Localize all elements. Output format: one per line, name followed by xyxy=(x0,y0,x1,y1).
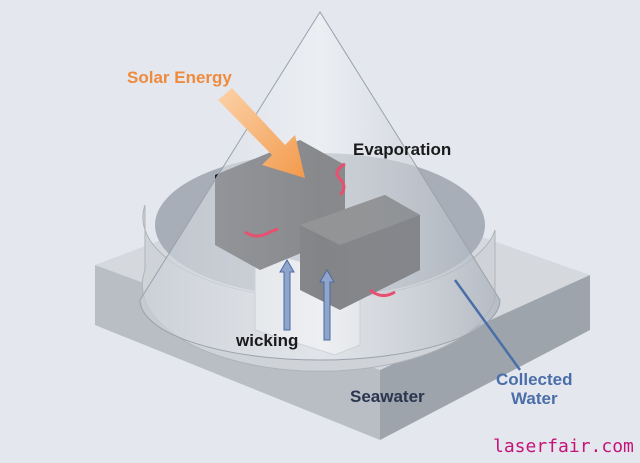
solar-energy-arrow xyxy=(218,88,305,178)
wicking-arrows xyxy=(279,259,335,341)
base-slab-right xyxy=(380,275,590,440)
evaporation-arrows xyxy=(244,162,396,297)
solar-energy-label: Solar Energy xyxy=(127,68,232,87)
collected-water-line1: Collected xyxy=(496,370,573,389)
transparent-cone xyxy=(139,11,501,361)
seawater-label: Seawater xyxy=(350,387,425,406)
wicking-label: wicking xyxy=(236,331,299,350)
evaporation-label: Evaporation xyxy=(353,140,452,159)
collected-water-pointer xyxy=(453,279,522,371)
watermark: laserfair.com xyxy=(493,436,634,457)
collected-water-line2: Water xyxy=(510,389,558,408)
collected-water-label: Collected Water xyxy=(496,370,573,408)
